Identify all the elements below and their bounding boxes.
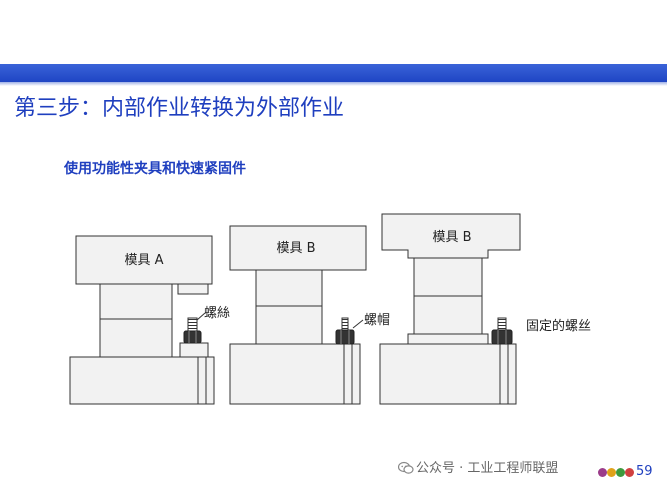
column-a (99, 283, 173, 358)
base-plate-a (69, 356, 215, 405)
dot (607, 468, 616, 477)
base-plate-b (229, 343, 361, 405)
die-block-c (381, 213, 521, 259)
wechat-icon (398, 461, 414, 474)
watermark-text: 公众号 · 工业工程师联盟 (416, 461, 559, 476)
assembly-die-b-fixed: 模具 B 固定的螺丝 (379, 213, 591, 405)
die-block-a (75, 235, 213, 285)
slide-subtitle: 使用功能性夹具和快速紧固件 (64, 161, 246, 177)
callout-nut: 螺帽 (364, 312, 390, 328)
assembly-die-a: 模具 A 螺絲 (69, 235, 230, 405)
header-band (0, 64, 667, 82)
callout-screw: 螺絲 (204, 306, 230, 321)
dot (616, 468, 625, 477)
fixed-screw-icon (491, 317, 513, 345)
die-label-c: 模具 B (432, 230, 471, 245)
clamp-a (179, 342, 209, 358)
dot (625, 468, 634, 477)
slide-title: 第三步：内部作业转换为外部作业 (14, 96, 345, 121)
column-b (255, 269, 323, 345)
dot (598, 468, 607, 477)
page-number: 59 (636, 464, 653, 479)
base-plate-c (379, 343, 517, 405)
assembly-die-b: 模具 B 螺帽 (229, 225, 390, 405)
die-block-b (229, 225, 367, 271)
screw-icon (183, 317, 202, 344)
die-label-b: 模具 B (276, 241, 315, 256)
nut-icon (335, 317, 355, 345)
callout-fixed-screw: 固定的螺丝 (526, 318, 591, 334)
die-label-a: 模具 A (124, 253, 163, 268)
header-band-shadow (0, 82, 667, 86)
